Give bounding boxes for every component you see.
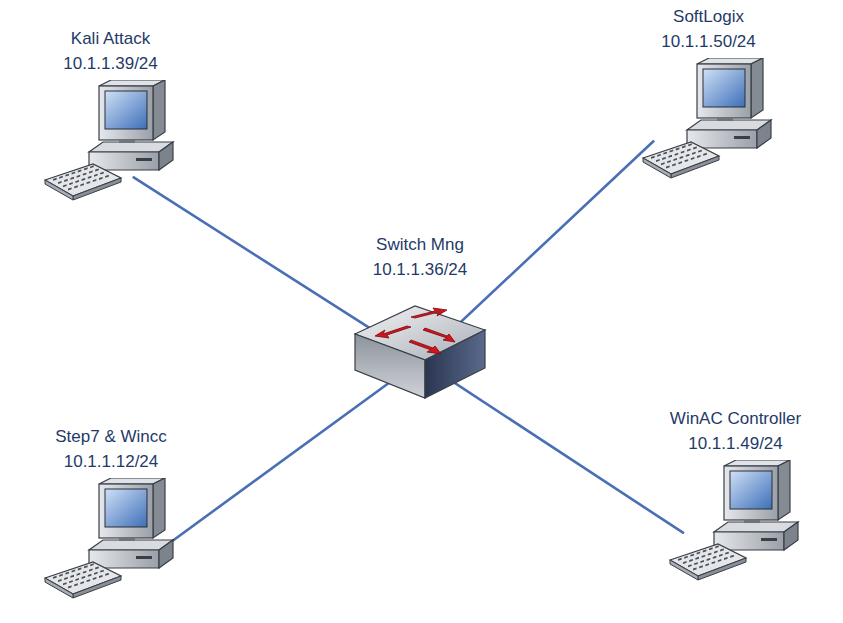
- computer-icon: [41, 478, 181, 600]
- computer-node: Step7 & Wincc10.1.1.12/24: [36, 424, 186, 600]
- computer-node: SoftLogix10.1.1.50/24: [636, 4, 781, 180]
- ip-address: 10.1.1.12/24: [64, 449, 159, 474]
- ip-address: 10.1.1.49/24: [688, 431, 783, 456]
- switch-icon: [345, 286, 495, 410]
- computer-icon: [666, 460, 806, 582]
- computer-node: WinAC Controller10.1.1.49/24: [648, 406, 823, 582]
- host-name: Kali Attack: [71, 26, 150, 51]
- network-link: [159, 360, 420, 551]
- computer-icon: [41, 80, 181, 202]
- network-link: [420, 360, 683, 533]
- host-name: Step7 & Wincc: [55, 424, 167, 449]
- computer-icon: [639, 58, 779, 180]
- computer-node: Kali Attack10.1.1.39/24: [38, 26, 183, 202]
- host-name: Switch Mng: [376, 232, 464, 257]
- host-name: SoftLogix: [673, 4, 744, 29]
- ip-address: 10.1.1.36/24: [373, 257, 468, 282]
- ip-address: 10.1.1.50/24: [661, 29, 756, 54]
- network-switch: Switch Mng10.1.1.36/24: [335, 232, 505, 410]
- ip-address: 10.1.1.39/24: [63, 51, 158, 76]
- host-name: WinAC Controller: [670, 406, 801, 431]
